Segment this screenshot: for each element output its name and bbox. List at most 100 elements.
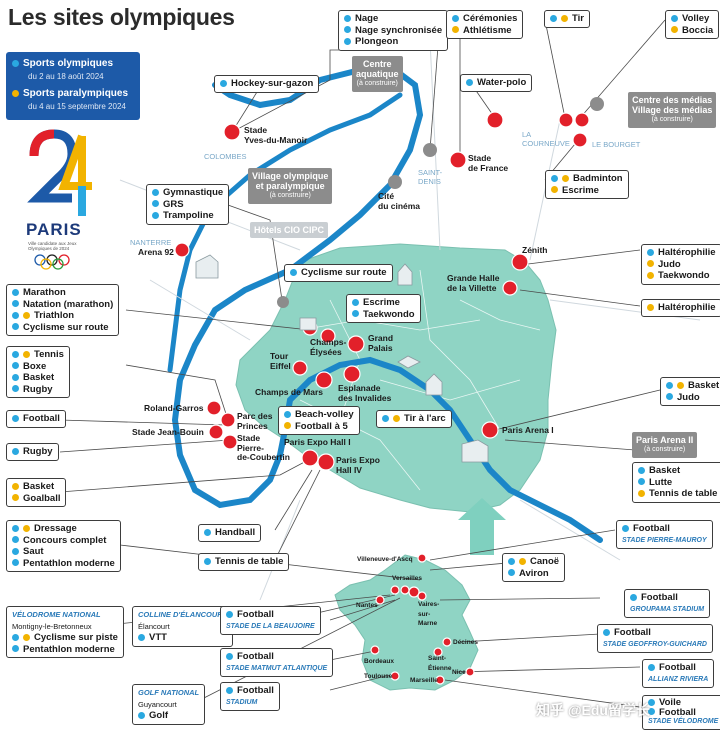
box-waterpolo: Water-polo — [460, 74, 533, 92]
venue-grand-palais — [347, 335, 365, 353]
venue-volley — [574, 112, 590, 128]
grey-paris-arena2: Paris Arena II (à construire) — [632, 432, 698, 458]
building-arc — [299, 317, 317, 331]
box-golf: GOLF NATIONAL Guyancourt Golf — [132, 684, 206, 725]
town-bourget: LE BOURGET — [592, 140, 641, 149]
venue-zenith — [511, 253, 529, 271]
label-versailles: Versailles — [392, 575, 422, 582]
box-tennis: Tennis Boxe Basket Rugby — [6, 346, 70, 398]
venue-versailles2 — [400, 585, 410, 595]
grey-centre-medias: Centre des médias Village des médias (à … — [628, 92, 717, 128]
label-arena92: Arena 92 — [138, 247, 174, 257]
venue-villeneuve — [417, 553, 427, 563]
venue-expo1 — [301, 449, 319, 467]
venue-champs — [320, 328, 336, 344]
venue-champ-mars — [315, 371, 333, 389]
venue-decines — [442, 637, 452, 647]
box-tennis-table: Tennis de table — [198, 553, 290, 571]
logo-subtitle: Ville candidate aux Jeux Olympiques de 2… — [28, 241, 77, 251]
grey-centre-aquatique: Centre aquatique (à construire) — [352, 56, 403, 92]
box-hockey: Hockey-sur-gazon — [214, 75, 320, 93]
box-foot-velodrome: Voile Football STADE VÉLODROME — [642, 695, 720, 730]
box-escrime: Escrime Taekwondo — [346, 294, 421, 323]
venue-roland — [206, 400, 222, 416]
box-foot-matmut: Football STADE MATMUT ATLANTIQUE — [220, 648, 334, 677]
building-nanterre — [195, 254, 219, 279]
box-tir: Tir — [544, 10, 590, 28]
venue-marseille — [435, 675, 445, 685]
venue-badminton — [572, 132, 588, 148]
paralympic-dot-icon — [12, 89, 19, 97]
box-foot-beaujoire: Football STADE DE LA BEAUJOIRE — [220, 606, 321, 635]
venue-vaires — [408, 586, 420, 598]
logo-24-icon — [27, 129, 92, 216]
venue-stade-france — [449, 151, 467, 169]
venue-toulouse — [390, 671, 400, 681]
box-velodrome: VÉLODROME NATIONAL Montigny-le-Bretonneu… — [6, 606, 124, 658]
venue-waterpolo — [486, 111, 504, 129]
venue-invalides — [343, 365, 361, 383]
box-rugby: Rugby — [6, 443, 59, 461]
box-foot-stadium: Football STADIUM — [220, 682, 280, 711]
paris2024-logo: PARIS Ville candidate aux Jeux Olympique… — [20, 126, 100, 276]
box-foot-groupama: Football GROUPAMA STADIUM — [624, 589, 711, 618]
venue-tir — [558, 112, 574, 128]
building-sacre-coeur — [397, 263, 413, 286]
box-gymnastique: Gymnastique GRS Trampoline — [146, 184, 230, 225]
venue-coubertin — [222, 434, 238, 450]
box-foot-geoffroy: Football STADE GEOFFROY-GUICHARD — [597, 624, 713, 653]
watermark: 知乎 @Edu留学长 — [536, 702, 650, 718]
label-jean-bouin: Stade Jean-Bouin — [132, 427, 204, 437]
box-canoe: Canoë Aviron — [502, 553, 566, 582]
town-nanterre: NANTERRE — [130, 238, 172, 247]
legend-paralympic-label: Sports paralympiques — [23, 88, 129, 99]
legend-olympic-label: Sports olympiques — [23, 58, 114, 69]
page-title: Les sites olympiques — [8, 4, 235, 30]
seine-west-loop — [167, 92, 403, 373]
label-vaires: Vaires-sur-Marne — [418, 601, 440, 627]
label-arena1: Paris Arena I — [502, 425, 554, 435]
label-nantes: Nantes — [356, 602, 378, 609]
label-nice: Nice — [452, 669, 466, 676]
venue-bordeaux — [370, 645, 380, 655]
venue-paris-fr — [417, 591, 427, 601]
box-handball: Handball — [198, 524, 262, 542]
label-zenith: Zénith — [522, 245, 548, 255]
label-st-etienne: Saint-Étienne — [428, 655, 452, 672]
box-nage: Nage Nage synchronisée Plongeon — [338, 10, 449, 51]
box-halterophilie: Haltérophilie Judo Taekwondo — [641, 244, 720, 285]
box-basket-goalball: Basket Goalball — [6, 478, 67, 507]
box-elancourt: COLLINE D'ÉLANCOURT Élancourt VTT — [132, 606, 234, 647]
label-expo1: Paris Expo Hall I — [284, 437, 351, 447]
box-tir-arc: Tir à l'arc — [376, 410, 452, 428]
box-marathon: Marathon Natation (marathon) Triathlon C… — [6, 284, 120, 336]
box-football-left: Football — [6, 410, 66, 428]
town-colombes: COLOMBES — [204, 152, 247, 161]
legend-olympic-dates: du 2 au 18 août 2024 — [28, 72, 104, 81]
olympic-dot-icon — [12, 59, 19, 67]
label-bordeaux: Bordeaux — [364, 658, 394, 665]
venue-expo4 — [317, 453, 335, 471]
box-ceremonies: Cérémonies Athlétisme — [446, 10, 524, 39]
venue-yves — [223, 123, 241, 141]
box-volley: Volley Boccia — [665, 10, 720, 39]
label-decines: Décines — [453, 639, 478, 646]
venue-st-etienne — [433, 647, 443, 657]
grey-village: Village olympique et paralympique (à con… — [248, 168, 333, 204]
legend-paralympic-dates: du 4 au 15 septembre 2024 — [28, 102, 126, 111]
box-badminton: Badminton Escrime — [545, 170, 629, 199]
label-champ-mars: Champs de Mars — [255, 387, 324, 397]
venue-nice — [465, 667, 475, 677]
legend: Sports olympiques du 2 au 18 août 2024 S… — [6, 52, 140, 120]
venue-arena92 — [174, 242, 190, 258]
box-halterophilie2: Haltérophilie — [641, 299, 720, 317]
